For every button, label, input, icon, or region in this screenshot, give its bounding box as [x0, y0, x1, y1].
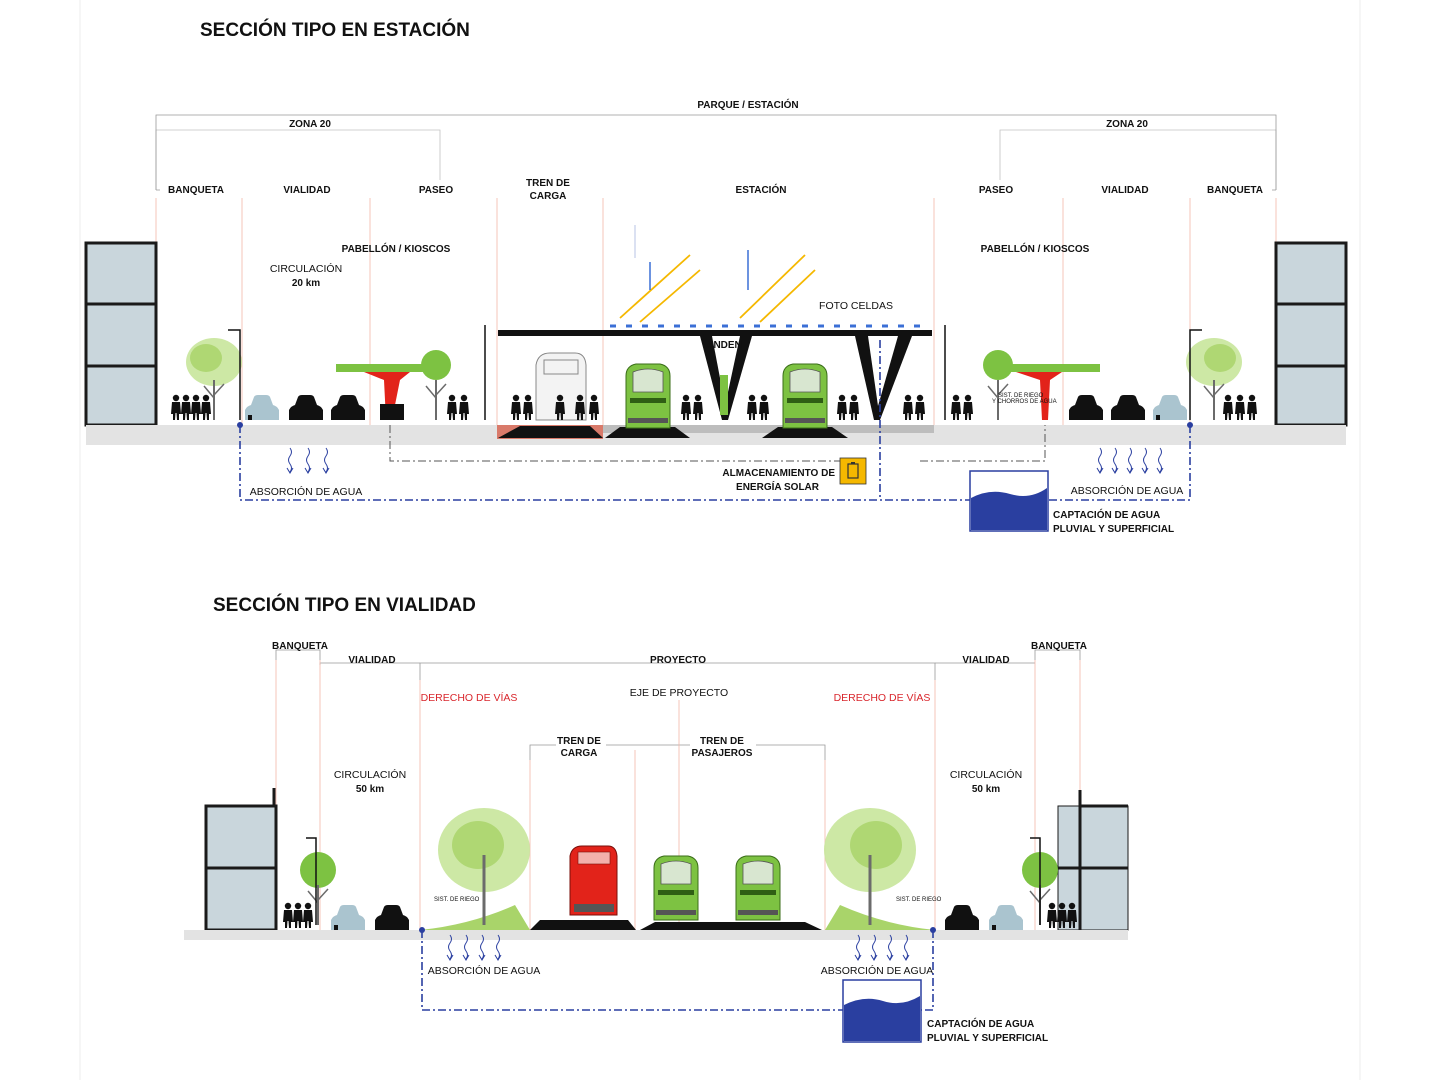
rail-bed-passenger-road — [640, 922, 822, 930]
pavilion-left — [336, 364, 426, 420]
label-parque-estacion: PARQUE / ESTACIÓN — [697, 98, 798, 111]
absorption-arrows-right — [1096, 447, 1164, 474]
label-eje-proyecto: EJE DE PROYECTO — [630, 687, 728, 699]
dimension-lines-road — [275, 649, 1081, 760]
label-derecho-vias-right: DERECHO DE VÍAS — [834, 691, 931, 704]
label-tren-carga-road-2: CARGA — [561, 748, 598, 759]
absorption-arrows-road-left — [446, 934, 502, 961]
label-banqueta-right: BANQUETA — [1207, 185, 1263, 196]
label-tren-carga-1: TREN DE — [526, 178, 570, 189]
solar-battery-icon — [839, 457, 867, 485]
lamp-posts-station — [228, 325, 1202, 420]
green-slope-right — [825, 905, 935, 930]
water-network-station — [237, 340, 1193, 501]
building-right-road — [1057, 790, 1129, 931]
building-left — [84, 241, 158, 427]
label-tren-carga-road-1: TREN DE — [557, 736, 601, 747]
label-anden: ANDEN — [706, 340, 742, 351]
energy-network-station — [389, 425, 1046, 462]
label-circulacion-right-road: CIRCULACIÓN — [950, 768, 1022, 781]
label-vialidad-right: VIALIDAD — [1101, 185, 1148, 196]
freight-locomotive — [569, 845, 618, 916]
rail-bed-tram-2 — [762, 427, 848, 438]
rail-bed-tram-1 — [605, 427, 690, 438]
label-vialidad-right-road: VIALIDAD — [962, 655, 1009, 666]
label-tren-carga-2: CARGA — [530, 191, 567, 202]
pavilion-right — [1010, 364, 1100, 420]
label-zona-left: ZONA 20 — [289, 119, 331, 130]
absorption-arrows-left — [286, 447, 330, 474]
label-estacion: ESTACIÓN — [736, 183, 787, 196]
label-pabellon-right: PABELLÓN / KIOSCOS — [981, 242, 1090, 255]
building-left-road — [204, 788, 278, 932]
tree-left-1 — [186, 338, 242, 421]
ground-station — [86, 425, 1346, 445]
label-foto-celdas: FOTO CELDAS — [819, 300, 893, 312]
section-road-title: SECCIÓN TIPO EN VIALIDAD — [213, 594, 476, 616]
label-derecho-vias-left: DERECHO DE VÍAS — [421, 691, 518, 704]
label-sist-riego-left: SIST. DE RIEGO — [434, 897, 480, 903]
label-paseo-right: PASEO — [979, 185, 1013, 196]
label-vialidad-left: VIALIDAD — [283, 185, 330, 196]
green-slope-left — [420, 905, 530, 930]
label-paseo-left: PASEO — [419, 185, 453, 196]
label-absorcion-right: ABSORCIÓN DE AGUA — [1071, 484, 1184, 497]
label-circulacion-right-speed: 50 km — [972, 784, 1000, 795]
tree-right-2 — [983, 350, 1013, 421]
label-almacenamiento-1: ALMACENAMIENTO DE — [722, 468, 835, 479]
passenger-tram-1 — [653, 855, 699, 921]
label-circulacion-left-speed: 50 km — [356, 784, 384, 795]
passenger-tram-2 — [735, 855, 781, 921]
label-captacion-road-2: PLUVIAL Y SUPERFICIAL — [927, 1033, 1048, 1044]
ground-road — [184, 930, 1128, 940]
water-tank — [969, 470, 1049, 532]
water-tank-road — [842, 979, 922, 1043]
label-tren-pasajeros-1: TREN DE — [700, 736, 744, 747]
station-platform — [603, 425, 934, 433]
building-right — [1274, 241, 1348, 427]
label-banqueta-left-road: BANQUETA — [272, 641, 328, 652]
tree-road-left-small — [300, 852, 336, 926]
label-almacenamiento-2: ENERGÍA SOLAR — [736, 480, 820, 493]
tram-1 — [625, 363, 671, 429]
label-absorcion-left: ABSORCIÓN DE AGUA — [250, 485, 363, 498]
station-canopy: ANDEN — [498, 225, 932, 420]
tree-road-left-big — [438, 808, 530, 925]
section-station: SECCIÓN TIPO EN ESTACIÓN PARQUE / ESTACI… — [84, 19, 1348, 535]
label-sist-riego-1: SIST. DE RIEGO — [998, 393, 1044, 399]
freight-locomotive-outline — [535, 352, 587, 421]
label-pabellon-left: PABELLÓN / KIOSCOS — [342, 242, 451, 255]
tree-left-2 — [421, 350, 451, 421]
label-circulacion-left-road: CIRCULACIÓN — [334, 768, 406, 781]
label-banqueta-left: BANQUETA — [168, 185, 224, 196]
absorption-arrows-road-right — [854, 934, 910, 961]
tram-2 — [782, 363, 828, 429]
label-sist-riego-2: Y CHORROS DE AGUA — [992, 399, 1057, 405]
tree-road-right-big — [824, 808, 916, 925]
label-proyecto: PROYECTO — [650, 655, 706, 666]
label-tren-pasajeros-2: PASAJEROS — [692, 748, 753, 759]
label-banqueta-right-road: BANQUETA — [1031, 641, 1087, 652]
label-sist-riego-right: SIST. DE RIEGO — [896, 897, 942, 903]
label-circulacion: CIRCULACIÓN — [270, 262, 342, 275]
rail-bed-freight — [498, 426, 603, 438]
water-network-road — [419, 927, 936, 1011]
lamp-posts-road — [306, 837, 1041, 925]
label-captacion-road-1: CAPTACIÓN DE AGUA — [927, 1017, 1034, 1030]
label-absorcion-right-road: ABSORCIÓN DE AGUA — [821, 964, 934, 977]
station-totem — [720, 375, 728, 415]
section-road: SECCIÓN TIPO EN VIALIDAD BANQUETA VIALID… — [184, 594, 1129, 1044]
label-captacion-2: PLUVIAL Y SUPERFICIAL — [1053, 524, 1174, 535]
label-captacion-1: CAPTACIÓN DE AGUA — [1053, 508, 1160, 521]
label-zona-right: ZONA 20 — [1106, 119, 1148, 130]
rail-bed-freight-road — [530, 920, 636, 930]
tree-right-1 — [1186, 338, 1242, 421]
label-vialidad-left-road: VIALIDAD — [348, 655, 395, 666]
label-absorcion-left-road: ABSORCIÓN DE AGUA — [428, 964, 541, 977]
label-circulacion-speed: 20 km — [292, 278, 320, 289]
section-station-title: SECCIÓN TIPO EN ESTACIÓN — [200, 19, 470, 41]
